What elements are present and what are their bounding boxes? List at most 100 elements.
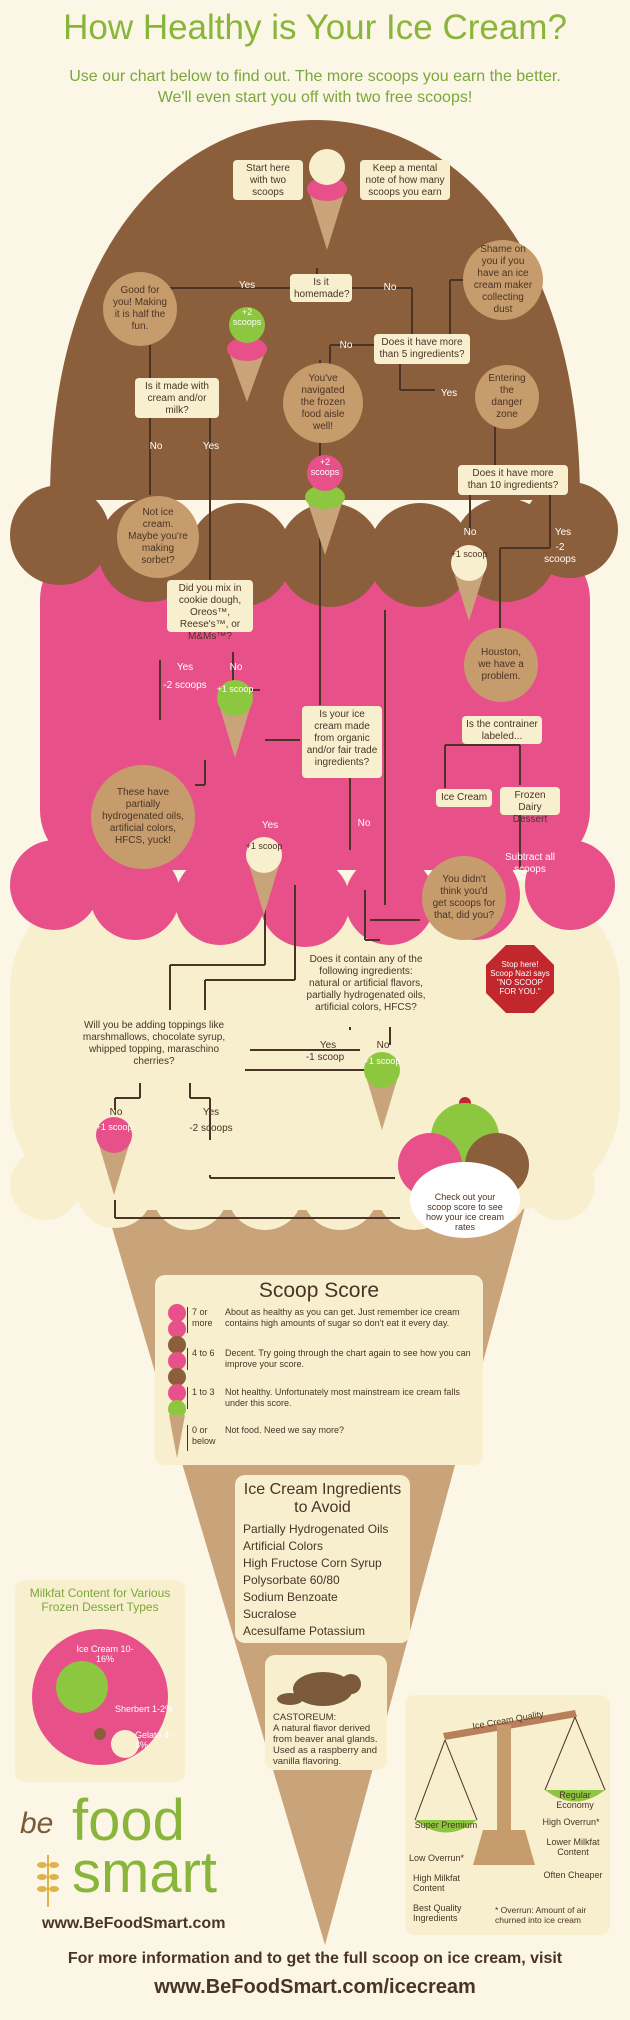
danger-zone-circle: Entering the danger zone: [475, 365, 539, 429]
more-than-5-no-label: No: [339, 340, 353, 351]
check-out-text: Check out your scoop score to see how yo…: [425, 1192, 505, 1232]
overrun-footnote: * Overrun: Amount of air churned into ic…: [495, 1905, 587, 1925]
castoreum-desc: A natural flavor derived from beaver ana…: [273, 1723, 378, 1767]
regular-economy-label: Regular Economy: [556, 1790, 594, 1810]
mental-note-box: Keep a mental note of how many scoops yo…: [360, 160, 450, 200]
more-than-10-question: Does it have more than 10 ingredients?: [458, 465, 568, 495]
more-than-5-question: Does it have more than 5 ingredients?: [374, 334, 470, 364]
subtitle-line-1: Use our chart below to find out. The mor…: [69, 68, 561, 85]
footer-line-1: For more information and to get the full…: [67, 1950, 563, 1967]
ingredient-item: Artificial Colors: [243, 1539, 324, 1553]
contain-question: Does it contain any of the following ing…: [300, 951, 432, 1027]
ingredients-title-1: Ice Cream Ingredients: [243, 1481, 402, 1498]
ingredient-item: Sucralose: [243, 1607, 297, 1621]
ice-cream-label-box: Ice Cream: [436, 789, 492, 807]
lower-milkfat-label: Lower Milkfat Content: [546, 1837, 600, 1857]
ingredient-item: Acesulfame Potassium: [243, 1624, 366, 1638]
plus1-label-c: +1 scoop: [245, 841, 283, 851]
super-premium-label: Super Premium: [414, 1820, 478, 1830]
more-than-5-yes-label: Yes: [440, 388, 458, 399]
scoop-score-panel: Scoop Score 7 or more About as healthy a…: [155, 1275, 483, 1465]
plus1-label-e: +1 scoop: [95, 1122, 133, 1132]
stop-sign-icon: [486, 945, 554, 1013]
minus2-label-b: -2 scoops: [163, 680, 207, 691]
not-ice-cream-circle: Not ice cream. Maybe you're making sorbe…: [117, 496, 199, 578]
more-than-10-yes-label: Yes: [554, 527, 572, 538]
ingredient-item: Partially Hydrogenated Oils: [243, 1522, 389, 1536]
milkfat-gelato-label: Gelato 4-8%: [135, 1730, 173, 1750]
page-subtitle: Use our chart below to find out. The mor…: [20, 66, 610, 108]
minus1-label: -1 scoop: [305, 1052, 345, 1063]
score-desc: Not food. Need we say more?: [225, 1425, 345, 1435]
toppings-yes-label: Yes: [202, 1107, 220, 1118]
cream-milk-no-label: No: [149, 441, 163, 452]
subtitle-line-2: We'll even start you off with two free s…: [157, 89, 473, 106]
plus2-cone-icon-a: [227, 307, 267, 402]
homemade-no-label: No: [383, 282, 397, 293]
hydrogenated-circle: These have partially hydrogenated oils, …: [91, 765, 195, 869]
scoop-stack-icon: [168, 1304, 186, 1458]
triple-scoop-bowl-icon: [398, 1097, 529, 1238]
ingredient-item: Polysorbate 60/80: [243, 1573, 340, 1587]
toppings-no-label: No: [109, 1107, 123, 1118]
beaver-icon: [277, 1672, 361, 1706]
organic-yes-label: Yes: [261, 820, 279, 831]
page-title: How Healthy is Your Ice Cream?: [63, 8, 567, 47]
milkfat-sherbert-label: Sherbert 1-2%: [115, 1704, 174, 1714]
quality-panel: Ice Cream Quality Super Premium Regular …: [405, 1695, 610, 1935]
score-desc: About as healthy as you can get. Just re…: [225, 1307, 460, 1328]
best-quality-label: Best Quality Ingredients: [413, 1903, 462, 1923]
low-overrun-label: Low Overrun*: [409, 1853, 465, 1863]
ingredients-panel: Ice Cream Ingredients to Avoid Partially…: [235, 1475, 410, 1643]
organic-no-label: No: [357, 818, 371, 829]
wheat-icon: [37, 1855, 59, 1907]
score-range: 1 to 3: [187, 1387, 221, 1409]
start-here-box: Start here with two scoops: [233, 160, 303, 200]
often-cheaper-label: Often Cheaper: [543, 1870, 603, 1880]
ingredient-item: Sodium Benzoate: [243, 1590, 338, 1604]
plus2-cone-icon-b: [305, 455, 345, 555]
milkfat-ice-cream-label: Ice Cream 10-16%: [76, 1644, 134, 1664]
navigated-circle: You've navigated the frozen food aisle w…: [283, 363, 363, 443]
brand-url[interactable]: www.BeFoodSmart.com: [42, 1915, 226, 1932]
milkfat-panel: Milkfat Content for Various Frozen Desse…: [15, 1580, 185, 1782]
start-cone-icon: [307, 149, 347, 250]
organic-question: Is your ice cream made from organic and/…: [302, 706, 382, 778]
minus2-label-c: -2 scoops: [189, 1123, 233, 1134]
castoreum-title: CASTOREUM:: [273, 1712, 337, 1723]
footer-url[interactable]: www.BeFoodSmart.com/icecream: [154, 1976, 476, 1998]
score-range: 4 to 6: [187, 1348, 221, 1370]
more-than-10-no-label: No: [463, 527, 477, 538]
cream-milk-question: Is it made with cream and/or milk?: [135, 378, 219, 418]
scoop-score-title: Scoop Score: [258, 1279, 380, 1302]
score-range: 0 or below: [187, 1425, 221, 1451]
plus2-label-a: +2 scoops: [232, 307, 262, 327]
frozen-dairy-box: Frozen Dairy Dessert: [500, 787, 560, 825]
mix-in-yes-label: Yes: [176, 662, 194, 673]
labeled-question: Is the contrainer labeled...: [462, 716, 542, 744]
plus1-cone-icon-a: [451, 545, 487, 621]
castoreum-text: CASTOREUM: A natural flavor derived from…: [273, 1712, 383, 1767]
plus1-label-b: +1 scoop: [216, 684, 254, 694]
minus2-label-a: -2 scoops: [544, 542, 576, 565]
houston-circle: Houston, we have a problem.: [464, 628, 538, 702]
high-overrun-label: High Overrun*: [542, 1817, 600, 1827]
quality-scale-icon: [414, 1710, 606, 1865]
milkfat-diagram: [32, 1629, 168, 1765]
subtract-all-label: Subtract all scoops: [504, 852, 556, 875]
castoreum-panel: CASTOREUM: A natural flavor derived from…: [265, 1655, 387, 1770]
stop-sign-text: Stop here! Scoop Nazi says "NO SCOOP FOR…: [490, 960, 550, 996]
plus2-label-b: +2 scoops: [310, 457, 340, 477]
befoodsmart-logo: be food smart www.BeFoodSmart.com: [20, 1788, 290, 1935]
logo-be: be: [20, 1807, 54, 1840]
mix-in-question: Did you mix in cookie dough, Oreos™, Ree…: [167, 580, 253, 642]
cream-milk-yes-label: Yes: [202, 441, 220, 452]
milkfat-title: Milkfat Content for Various Frozen Desse…: [29, 1586, 171, 1614]
logo-smart: smart: [72, 1840, 217, 1905]
plus1-cone-icon-e: [96, 1117, 132, 1195]
ingredient-item: High Fructose Corn Syrup: [243, 1556, 382, 1570]
score-desc: Not healthy. Unfortunately most mainstre…: [225, 1387, 460, 1408]
plus1-label-a: +1 scoop: [450, 549, 488, 559]
mix-in-no-label: No: [229, 662, 243, 673]
